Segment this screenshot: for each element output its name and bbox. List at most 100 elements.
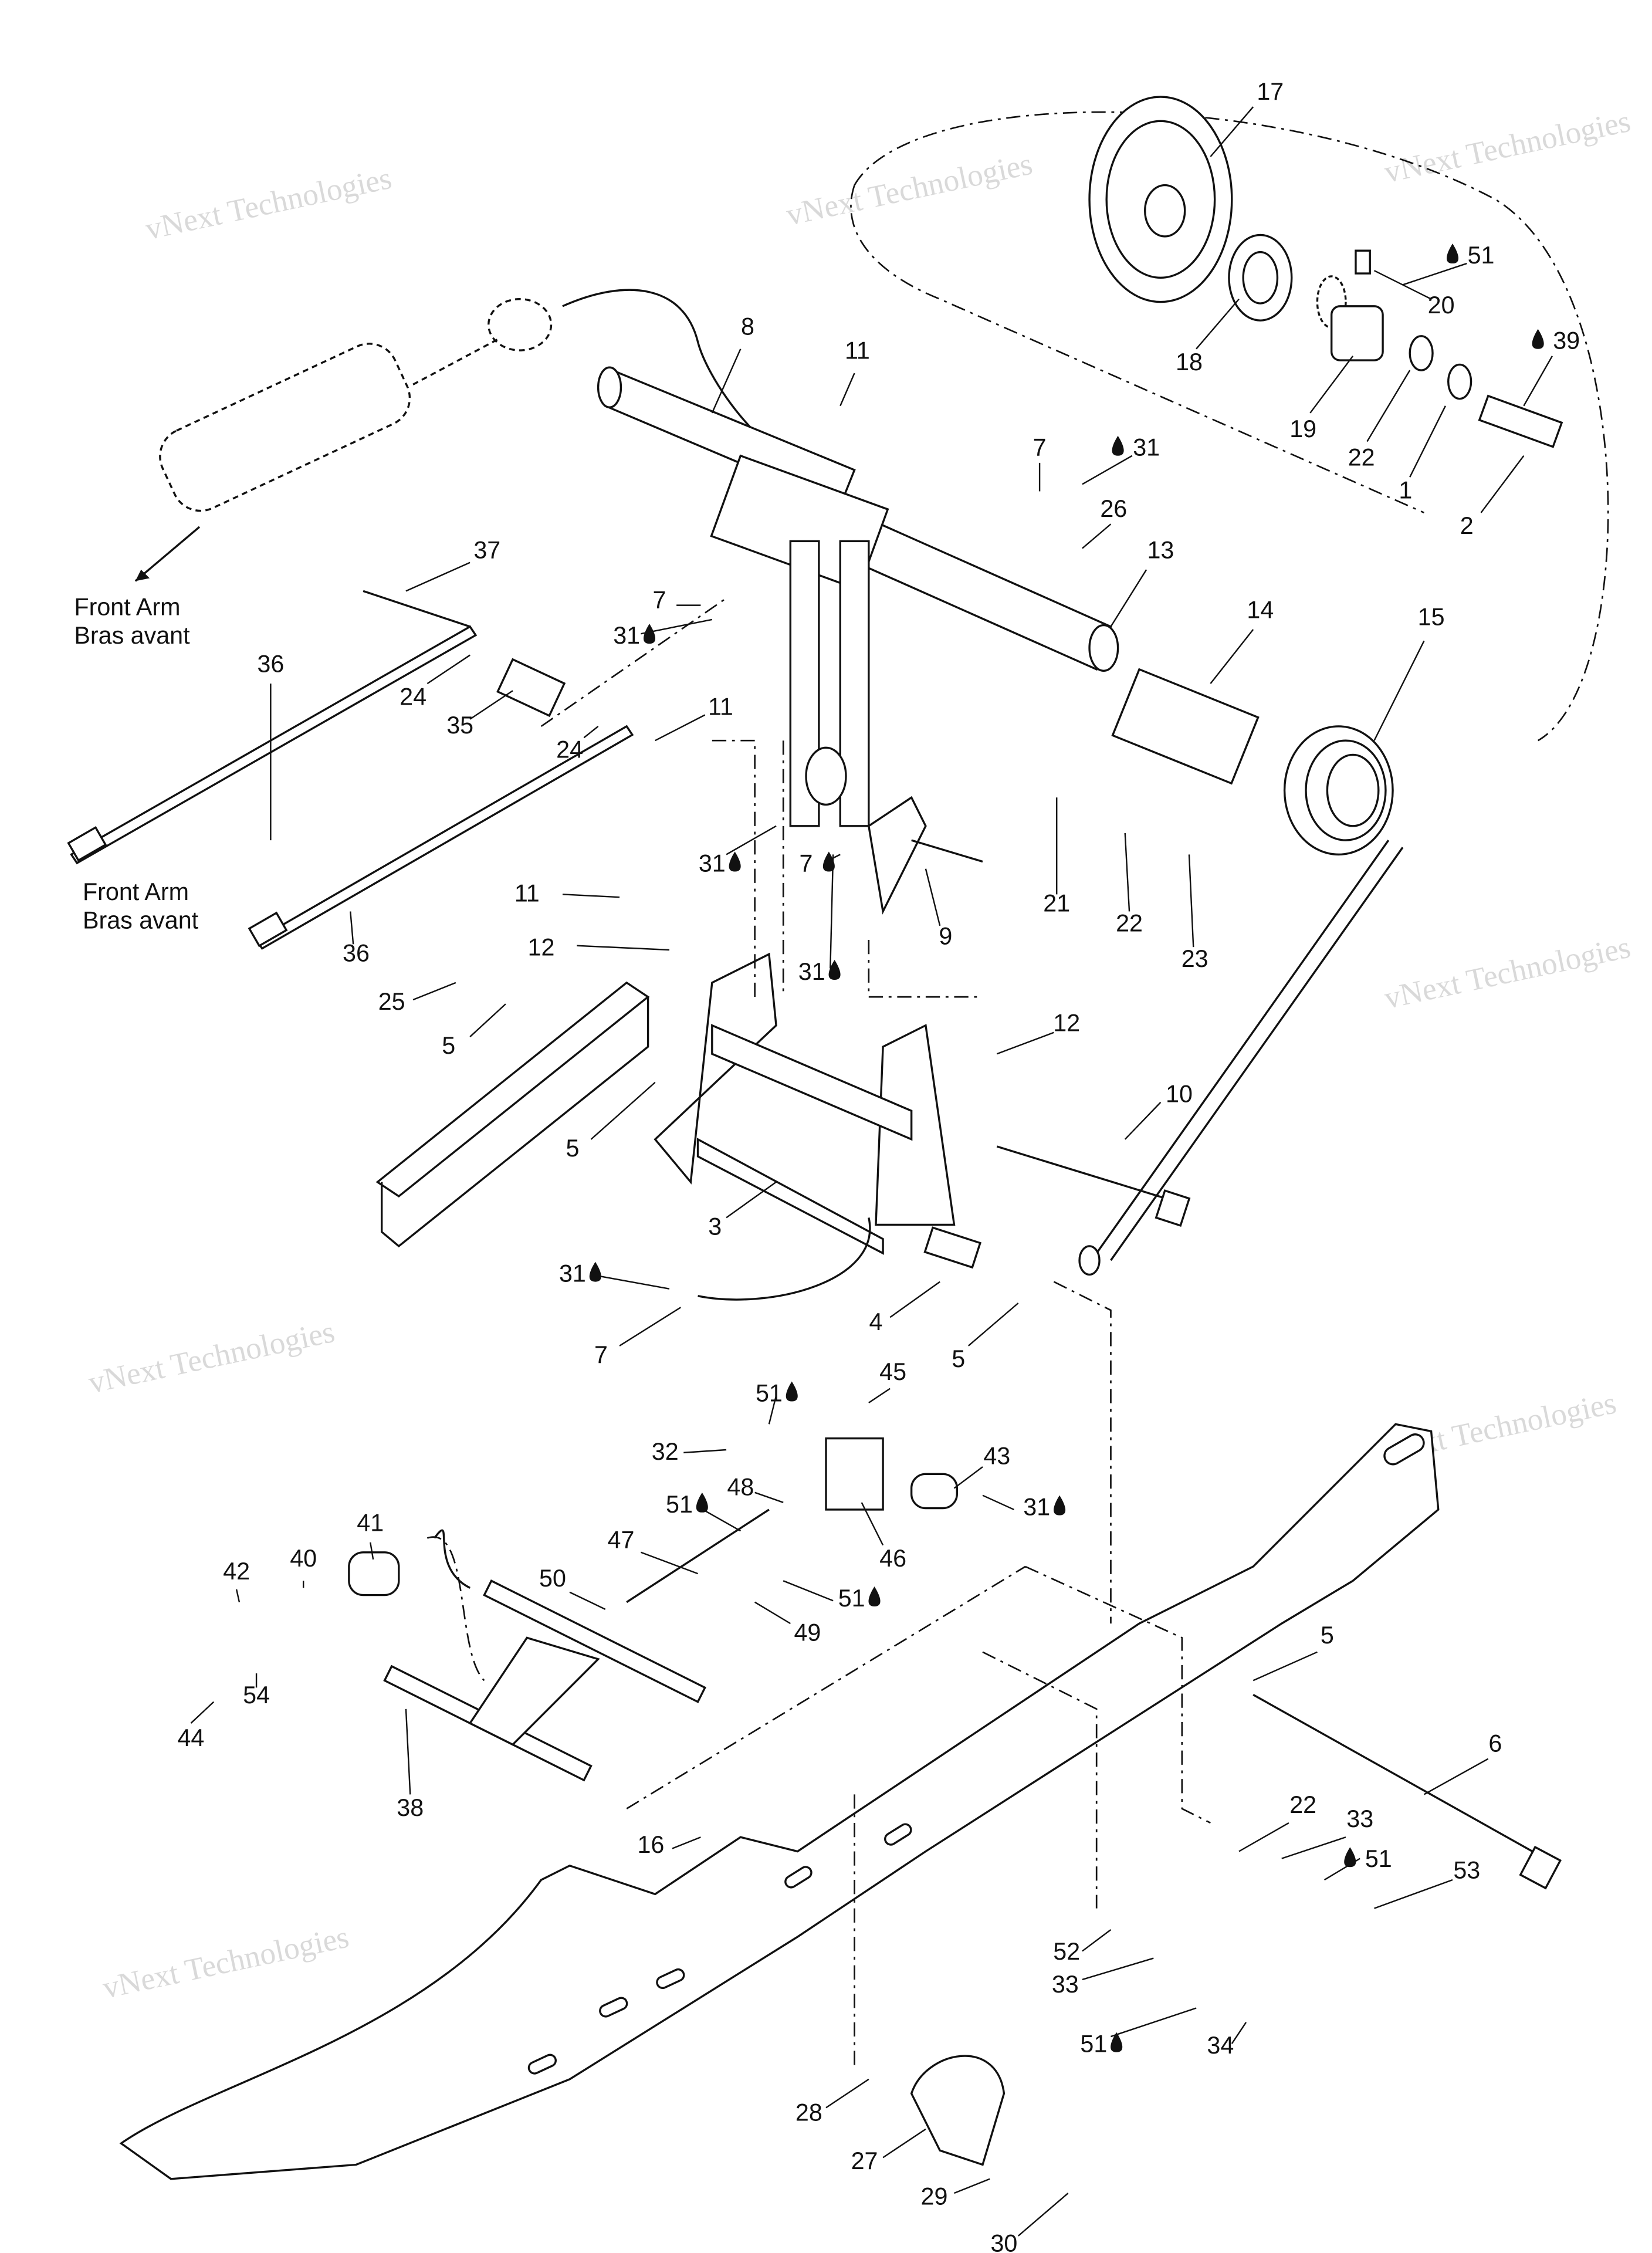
leader-line (583, 725, 599, 739)
idler-wheel (1088, 96, 1563, 448)
callout-number: 30 (990, 2230, 1017, 2253)
leader-line (1210, 629, 1254, 684)
callout-number: 42 (223, 1558, 250, 1585)
leader-line (1196, 298, 1240, 350)
callout-33: 33 (1346, 1805, 1373, 1832)
callout-number: 48 (727, 1474, 754, 1501)
leader-line (868, 1388, 891, 1403)
callout-7: 7 (653, 586, 666, 613)
callout-45: 45 (879, 1358, 906, 1385)
callout-number: 7 (653, 586, 666, 613)
callout-6: 6 (1488, 1730, 1502, 1757)
callout-number: 5 (566, 1135, 579, 1162)
callout-number: 10 (1166, 1081, 1193, 1108)
callout-number: 7 (594, 1341, 608, 1368)
rear-arm (383, 1529, 706, 1782)
callout-number: 50 (539, 1565, 566, 1592)
callout-34: 34 (1207, 2032, 1234, 2059)
leader-line (235, 1589, 241, 1602)
callout-number: 7 (800, 850, 813, 877)
callout-30: 30 (990, 2230, 1017, 2253)
leader-line (953, 1466, 983, 1489)
lubricant-drop-icon (643, 624, 656, 644)
callout-number: 38 (397, 1794, 424, 1821)
callout-3: 3 (708, 1213, 722, 1240)
leader-line (711, 349, 742, 414)
callout-46: 46 (879, 1545, 906, 1572)
callout-31: 31 (1112, 434, 1160, 461)
leader-line (1252, 1651, 1318, 1682)
callout-number: 12 (1053, 1009, 1080, 1036)
shock-absorber (134, 289, 784, 582)
leader-line (996, 1031, 1054, 1055)
callout-37: 37 (473, 537, 500, 564)
leader-line (1409, 405, 1446, 478)
callout-15: 15 (1418, 604, 1445, 631)
callout-number: 22 (1289, 1791, 1316, 1818)
leader-line (1480, 455, 1525, 513)
callout-number: 36 (343, 939, 370, 966)
callout-number: 47 (608, 1526, 635, 1553)
callout-7: 7 (1033, 434, 1047, 461)
leader-line (1124, 1101, 1162, 1140)
leader-line (641, 1551, 698, 1575)
callout-21: 21 (1043, 889, 1070, 916)
callout-number: 24 (400, 684, 426, 711)
callout-16: 16 (637, 1831, 664, 1858)
lubricant-drop-icon (1532, 329, 1544, 349)
callout-number: 51 (756, 1379, 783, 1406)
callout-12: 12 (528, 934, 555, 961)
callout-number: 36 (257, 651, 284, 678)
note-front-arm-2: Front Arm Bras avant (83, 878, 199, 934)
callout-40: 40 (290, 1545, 317, 1572)
callout-number: 31 (559, 1260, 586, 1287)
callout-number: 53 (1453, 1857, 1480, 1884)
center-bracket (654, 952, 981, 1269)
callout-number: 27 (851, 2147, 878, 2174)
leader-line (469, 690, 513, 720)
callout-41: 41 (357, 1509, 384, 1536)
callout-number: 1 (1399, 477, 1412, 504)
watermark-text: vNext Technologies (1381, 103, 1633, 190)
callout-5: 5 (442, 1032, 455, 1059)
leader-line (569, 1591, 606, 1610)
spring-assembly (1078, 668, 1404, 1276)
callout-number: 17 (1257, 78, 1284, 105)
callout-number: 19 (1289, 415, 1316, 442)
watermark-text: vNext Technologies (1381, 929, 1633, 1016)
callout-2: 2 (1460, 512, 1474, 539)
callout-36: 36 (257, 651, 284, 678)
leader-line (726, 825, 777, 855)
leader-line (1373, 640, 1425, 741)
callout-12: 12 (1053, 1009, 1080, 1036)
callout-5: 5 (952, 1345, 965, 1372)
callout-51: 51 (756, 1379, 798, 1406)
callout-number: 32 (652, 1438, 679, 1465)
callout-31: 31 (798, 958, 841, 985)
callout-number: 14 (1247, 596, 1274, 623)
leader-line (889, 1281, 940, 1318)
note-line-1: Front Arm (74, 594, 180, 621)
callout-number: 26 (1100, 495, 1127, 522)
callout-number: 44 (177, 1724, 204, 1751)
callout-10: 10 (1166, 1081, 1193, 1108)
callout-number: 31 (798, 958, 825, 985)
callout-number: 52 (1053, 1938, 1080, 1965)
callout-number: 31 (1023, 1494, 1050, 1521)
leader-line (370, 1542, 374, 1560)
lubricant-drop-icon (696, 1492, 708, 1513)
leader-line (768, 1395, 777, 1425)
slide-rail (119, 1423, 1440, 2180)
callout-11: 11 (708, 694, 733, 720)
leader-line (1402, 262, 1467, 286)
leader-line (1188, 854, 1194, 948)
leader-line (591, 1274, 670, 1290)
watermark-text: vNext Technologies (143, 160, 395, 246)
callout-number: 5 (442, 1032, 455, 1059)
lubricant-drop-icon (822, 851, 835, 872)
callout-number: 4 (869, 1308, 882, 1335)
leader-lines (190, 106, 1553, 2237)
leader-line (590, 1081, 656, 1140)
